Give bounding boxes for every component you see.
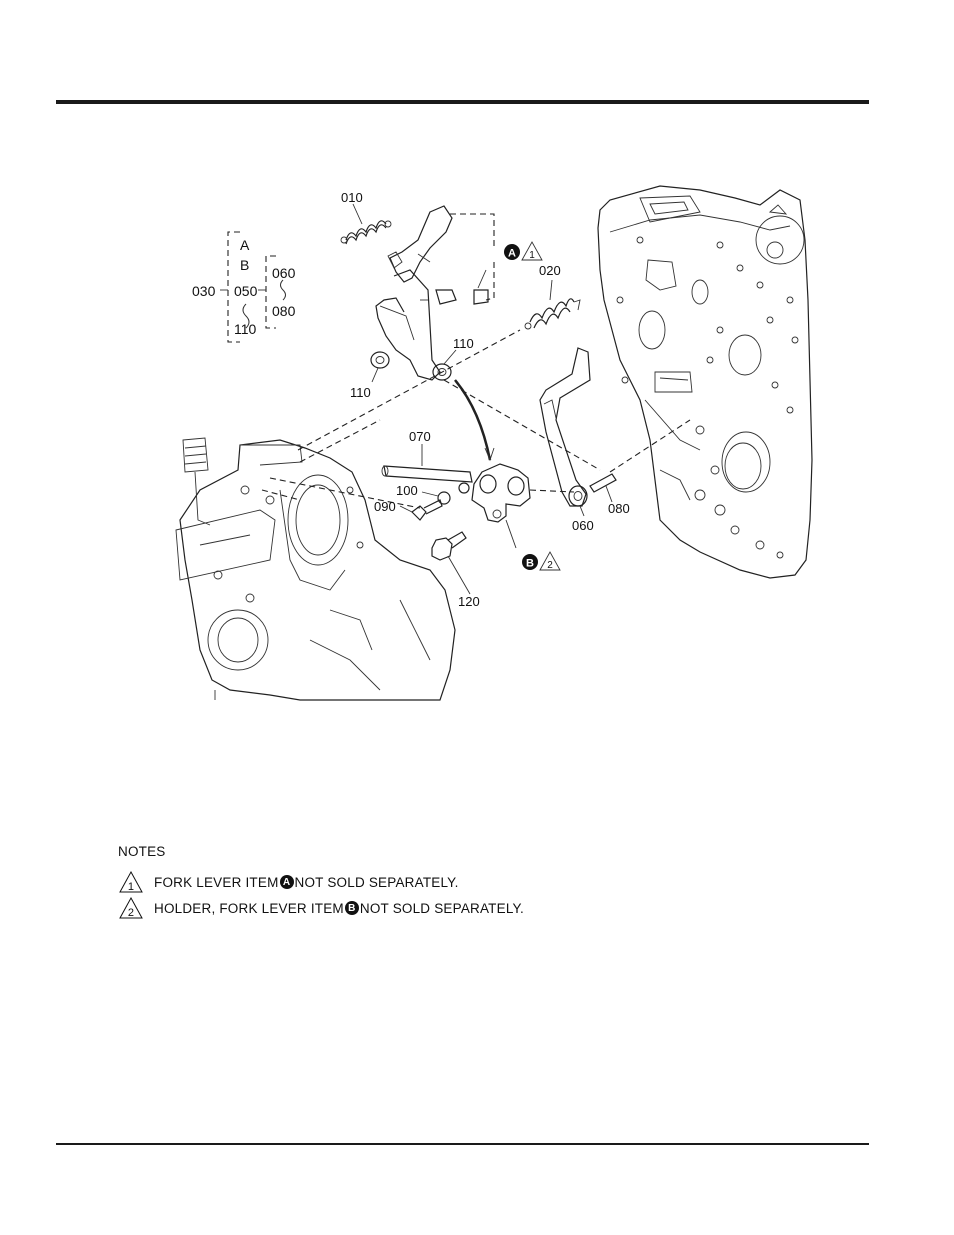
- notes-section: NOTES 1 FORK LEVER ITEM A NOT SOLD SEPAR…: [118, 844, 524, 923]
- footer-rule: [56, 1143, 869, 1145]
- note-1-text-before: FORK LEVER ITEM: [154, 875, 279, 890]
- callout-110-left: 110: [350, 385, 371, 400]
- engine-block-drawing: [598, 186, 812, 578]
- spring-020-drawing: [525, 299, 580, 329]
- note-2-text-before: HOLDER, FORK LEVER ITEM: [154, 901, 344, 916]
- note-1-triangle-icon: 1: [118, 871, 144, 893]
- note-item-2: 2 HOLDER, FORK LEVER ITEM B NOT SOLD SEP…: [118, 897, 524, 919]
- fork-lever-drawing: [376, 206, 488, 380]
- callout-060-range: 060: [272, 265, 296, 281]
- callout-120: 120: [458, 594, 480, 609]
- note-2-triangle-icon: 2: [118, 897, 144, 919]
- item-a-marker: A 1: [504, 242, 542, 261]
- note-2-item-marker: B: [345, 901, 359, 915]
- washer-110-left: [371, 352, 389, 368]
- note-2-ref: 2: [547, 560, 553, 571]
- item-b-letter: B: [526, 558, 534, 570]
- callout-060: 060: [572, 518, 594, 533]
- callout-080: 080: [608, 501, 630, 516]
- callout-030: 030: [192, 283, 216, 299]
- item-b-marker: B 2: [522, 552, 560, 571]
- spring-010-drawing: [341, 221, 391, 244]
- note-2-text-after: NOT SOLD SEPARATELY.: [360, 901, 524, 916]
- callout-050: 050: [234, 283, 258, 299]
- callout-110-range: 110: [234, 321, 257, 337]
- callout-090: 090: [374, 499, 396, 514]
- washer-100-drawing: [438, 492, 450, 504]
- note-item-1: 1 FORK LEVER ITEM A NOT SOLD SEPARATELY.: [118, 871, 524, 893]
- callout-100: 100: [396, 483, 418, 498]
- note-2-number: 2: [128, 907, 134, 919]
- note-1-number: 1: [128, 881, 134, 893]
- callout-110-right: 110: [453, 336, 474, 351]
- callout-a: A: [240, 237, 250, 253]
- callout-020: 020: [539, 263, 561, 278]
- callout-080-range: 080: [272, 303, 296, 319]
- callout-b: B: [240, 257, 249, 273]
- item-a-letter: A: [508, 248, 516, 260]
- bolt-090-drawing: [412, 500, 442, 520]
- notes-title: NOTES: [118, 844, 524, 859]
- callout-070: 070: [409, 429, 431, 444]
- pin-080-drawing: [590, 474, 616, 492]
- note-1-text-after: NOT SOLD SEPARATELY.: [295, 875, 459, 890]
- holder-drawing: [472, 464, 530, 522]
- callout-010: 010: [341, 190, 363, 205]
- shaft-070-drawing: [382, 466, 472, 482]
- lever-060-drawing: [540, 348, 590, 506]
- item-a-bracket: [450, 214, 494, 300]
- bolt-120-drawing: [432, 532, 466, 560]
- note-1-item-marker: A: [280, 875, 294, 889]
- note-1-ref: 1: [529, 250, 535, 261]
